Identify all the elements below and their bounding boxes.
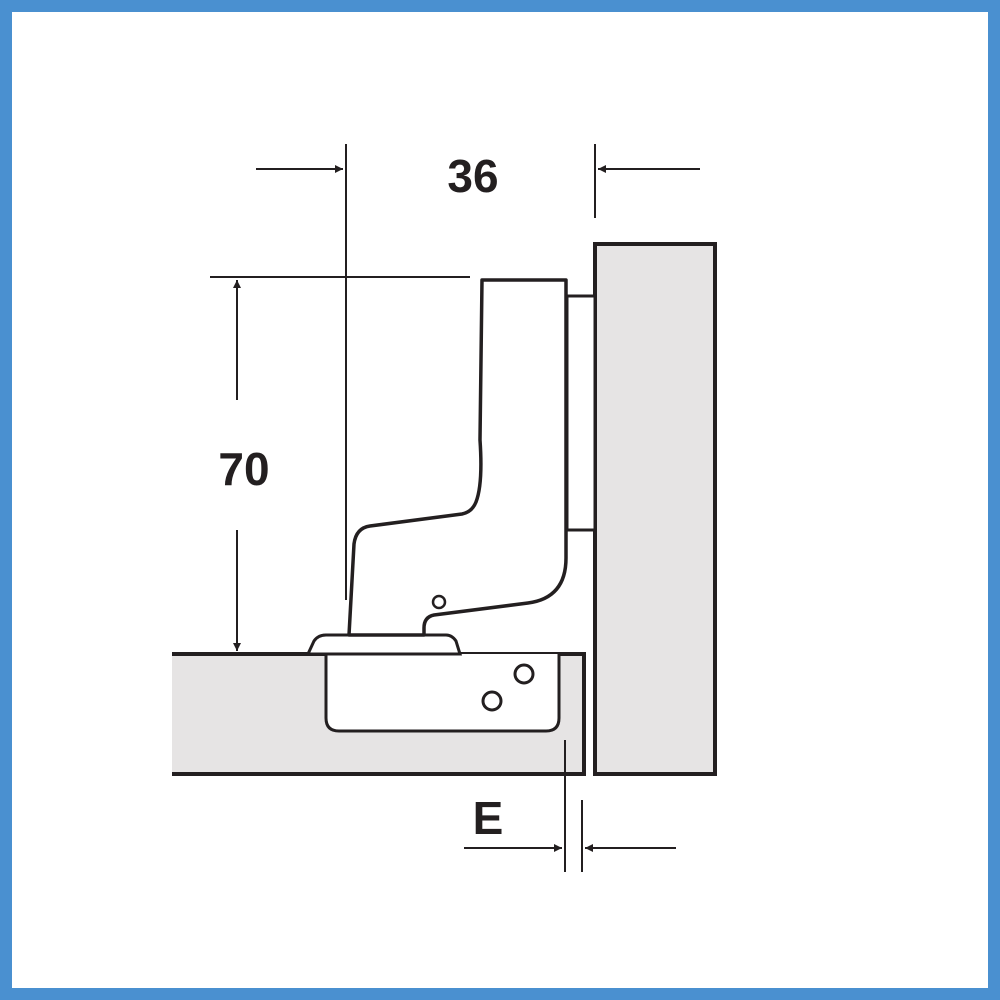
dimension-70: 70 bbox=[210, 276, 470, 651]
cup-screw-hole-upper bbox=[513, 663, 535, 685]
dimension-label-e: E bbox=[473, 792, 504, 844]
hinge-arm bbox=[347, 278, 568, 637]
dimension-36: 36 bbox=[256, 144, 700, 600]
arm-adjustment-hole bbox=[431, 594, 447, 610]
dimension-e: E bbox=[464, 740, 676, 872]
cup-screw-hole-lower bbox=[481, 690, 503, 712]
dimension-label-70: 70 bbox=[218, 443, 269, 495]
dimension-label-36: 36 bbox=[447, 150, 498, 202]
hinge-cup-flange bbox=[305, 633, 463, 656]
hinge-cup bbox=[324, 654, 561, 733]
mounting-plate bbox=[565, 294, 597, 532]
cabinet-side-panel bbox=[593, 242, 717, 776]
